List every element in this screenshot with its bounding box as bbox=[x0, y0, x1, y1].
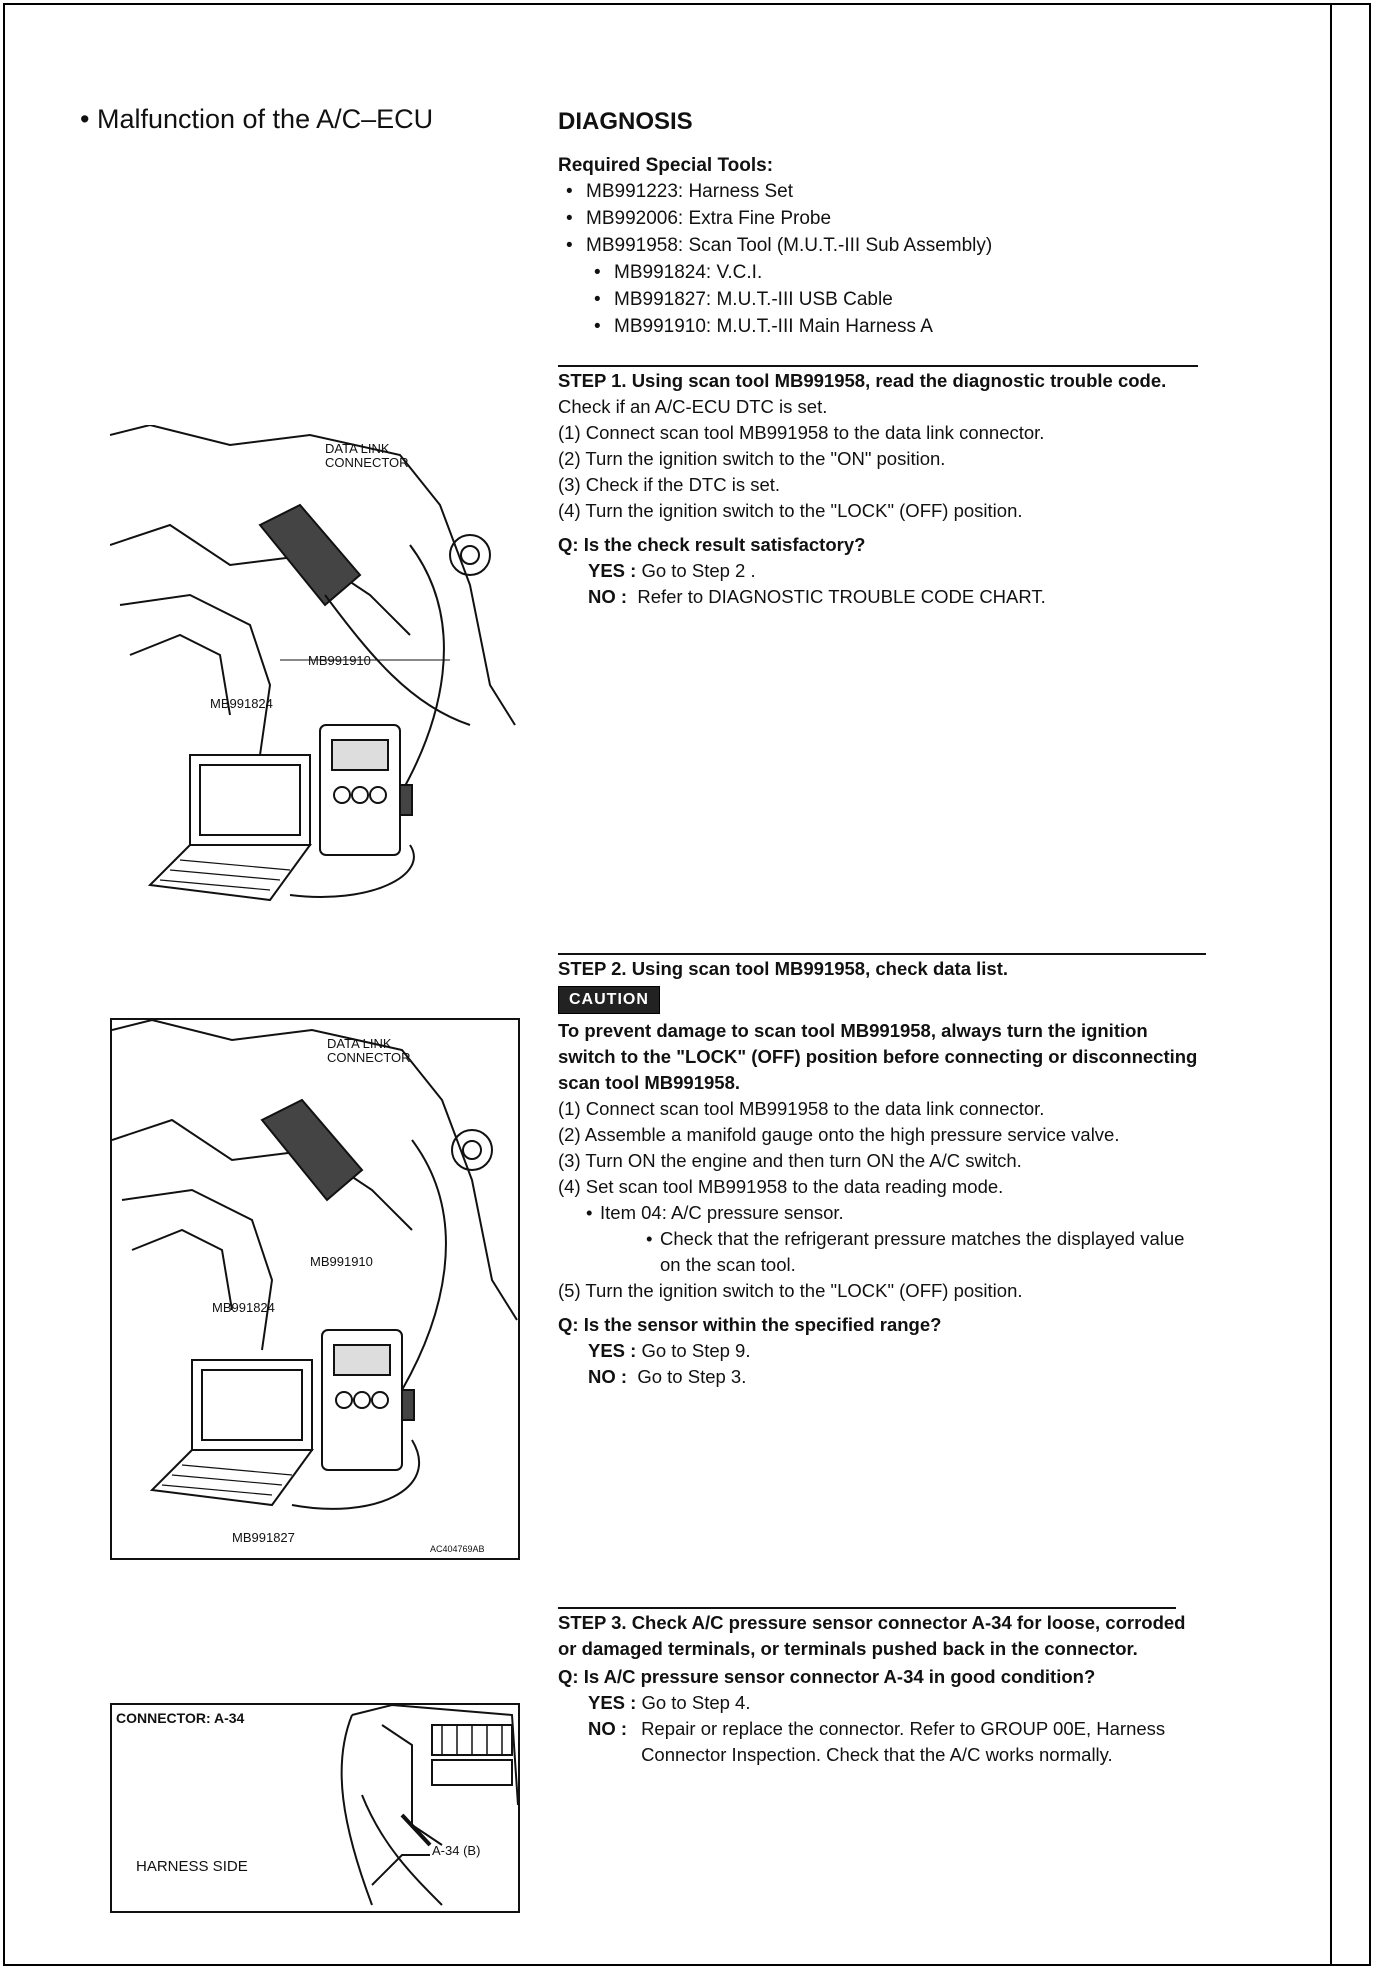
no-key: NO : bbox=[588, 1366, 628, 1387]
no-text: Refer to DIAGNOSTIC TROUBLE CODE CHART. bbox=[637, 586, 1046, 607]
fig1-label-harness: MB991910 bbox=[308, 653, 371, 668]
step1-item: (3) Check if the DTC is set. bbox=[558, 474, 781, 495]
yes-key: YES : bbox=[588, 1340, 637, 1361]
step3-yes: YES : Go to Step 4. bbox=[558, 1690, 1208, 1716]
section-title: • Malfunction of the A/C–ECU bbox=[80, 104, 434, 134]
yes-text: Go to Step 2 . bbox=[641, 560, 756, 581]
fig3-callout: A-34 (B) bbox=[432, 1843, 480, 1858]
page-right-rule bbox=[1330, 3, 1332, 1966]
tool-item: MB991223: Harness Set bbox=[566, 178, 992, 205]
fig1-label-vci: MB991824 bbox=[210, 696, 273, 711]
step3-rule bbox=[558, 1607, 1176, 1609]
tool-sub-item: MB991824: V.C.I. bbox=[594, 259, 992, 286]
tool-sub-item: MB991910: M.U.T.-III Main Harness A bbox=[594, 313, 992, 340]
fig2-label-cable: MB991827 bbox=[232, 1530, 295, 1545]
step2-item: (4) Set scan tool MB991958 to the data r… bbox=[558, 1176, 1004, 1197]
fig1-label-connector: DATA LINK bbox=[325, 441, 390, 456]
no-text: Repair or replace the connector. Refer t… bbox=[641, 1716, 1208, 1768]
step1-no: NO : Refer to DIAGNOSTIC TROUBLE CODE CH… bbox=[558, 584, 1198, 610]
required-tools-list: MB991223: Harness Set MB992006: Extra Fi… bbox=[566, 178, 992, 340]
tool-item: MB992006: Extra Fine Probe bbox=[566, 205, 992, 232]
step2-item: (2) Assemble a manifold gauge onto the h… bbox=[558, 1124, 1120, 1145]
step2-yes: YES : Go to Step 9. bbox=[558, 1338, 1208, 1364]
step1-yes: YES : Go to Step 2 . bbox=[558, 558, 1198, 584]
step1-intro: Check if an A/C-ECU DTC is set. bbox=[558, 396, 828, 417]
step1-heading: STEP 1. Using scan tool MB991958, read t… bbox=[558, 370, 1167, 391]
step1-item: (2) Turn the ignition switch to the "ON"… bbox=[558, 448, 946, 469]
fig1-label-connector-2: CONNECTOR bbox=[325, 455, 409, 470]
no-key: NO : bbox=[588, 586, 628, 607]
step1-question: Q: Is the check result satisfactory? bbox=[558, 534, 866, 555]
step2-heading: STEP 2. Using scan tool MB991958, check … bbox=[558, 958, 1008, 979]
yes-text: Go to Step 9. bbox=[641, 1340, 751, 1361]
step1-item: (4) Turn the ignition switch to the "LOC… bbox=[558, 500, 1023, 521]
fig2-label-connector: DATA LINK bbox=[327, 1036, 392, 1051]
scan-tool-illustration-1: DATA LINK CONNECTOR MB991910 MB991824 bbox=[110, 425, 516, 902]
fig2-label-connector-2: CONNECTOR bbox=[327, 1050, 411, 1065]
connector-illustration: CONNECTOR: A-34 HARNESS SIDE A-34 (B) bbox=[116, 1705, 518, 1906]
step3-block: STEP 3. Check A/C pressure sensor connec… bbox=[558, 1610, 1208, 1768]
step1-item: (1) Connect scan tool MB991958 to the da… bbox=[558, 422, 1045, 443]
step2-item: (3) Turn ON the engine and then turn ON … bbox=[558, 1150, 1022, 1171]
no-text-main: Repair or replace the connector. Refer t… bbox=[641, 1718, 1166, 1765]
step3-no: NO : Repair or replace the connector. Re… bbox=[558, 1716, 1208, 1768]
no-text: Go to Step 3. bbox=[637, 1366, 747, 1387]
figure-connector-a34: CONNECTOR: A-34 HARNESS SIDE A-34 (B) bbox=[110, 1703, 520, 1913]
yes-key: YES : bbox=[588, 1692, 637, 1713]
fig3-title: CONNECTOR: A-34 bbox=[116, 1710, 245, 1726]
diagnosis-title: DIAGNOSIS bbox=[558, 108, 693, 135]
fig3-side: HARNESS SIDE bbox=[136, 1858, 248, 1875]
no-key: NO : bbox=[588, 1718, 628, 1739]
step1-rule bbox=[558, 365, 1198, 367]
fig2-label-harness: MB991910 bbox=[310, 1254, 373, 1269]
fig2-label-vci: MB991824 bbox=[212, 1300, 275, 1315]
page-frame bbox=[3, 3, 1371, 1966]
step2-block: STEP 2. Using scan tool MB991958, check … bbox=[558, 956, 1208, 1390]
tool-item: MB991958: Scan Tool (M.U.T.-III Sub Asse… bbox=[566, 232, 992, 259]
step1-block: STEP 1. Using scan tool MB991958, read t… bbox=[558, 368, 1198, 610]
step2-no: NO : Go to Step 3. bbox=[558, 1364, 1208, 1390]
tool-sub-item: MB991827: M.U.T.-III USB Cable bbox=[594, 286, 992, 313]
caution-badge: CAUTION bbox=[558, 986, 660, 1014]
step2-sub-bullet: Check that the refrigerant pressure matc… bbox=[558, 1226, 1208, 1278]
step2-item: (1) Connect scan tool MB991958 to the da… bbox=[558, 1098, 1045, 1119]
scan-tool-illustration-2: DATA LINK CONNECTOR MB991910 MB991824 MB… bbox=[112, 1020, 518, 1554]
step2-caution-text: To prevent damage to scan tool MB991958,… bbox=[558, 1020, 1198, 1093]
figure-scan-tool-1: DATA LINK CONNECTOR MB991910 MB991824 bbox=[110, 425, 518, 943]
step2-bullet: Item 04: A/C pressure sensor. bbox=[558, 1200, 1208, 1226]
step2-question: Q: Is the sensor within the specified ra… bbox=[558, 1314, 942, 1335]
no-text-tail: Check that the A/C works normally. bbox=[826, 1744, 1113, 1765]
yes-key: YES : bbox=[588, 560, 637, 581]
step3-heading: STEP 3. Check A/C pressure sensor connec… bbox=[558, 1612, 1186, 1659]
step2-last-item: (5) Turn the ignition switch to the "LOC… bbox=[558, 1280, 1023, 1301]
figure-scan-tool-2: DATA LINK CONNECTOR MB991910 MB991824 MB… bbox=[110, 1018, 520, 1560]
required-tools-heading: Required Special Tools: bbox=[558, 155, 774, 176]
step2-rule bbox=[558, 953, 1206, 955]
fig2-code: AC404769AB bbox=[430, 1544, 485, 1554]
yes-text: Go to Step 4. bbox=[641, 1692, 751, 1713]
step3-question: Q: Is A/C pressure sensor connector A-34… bbox=[558, 1666, 1096, 1687]
